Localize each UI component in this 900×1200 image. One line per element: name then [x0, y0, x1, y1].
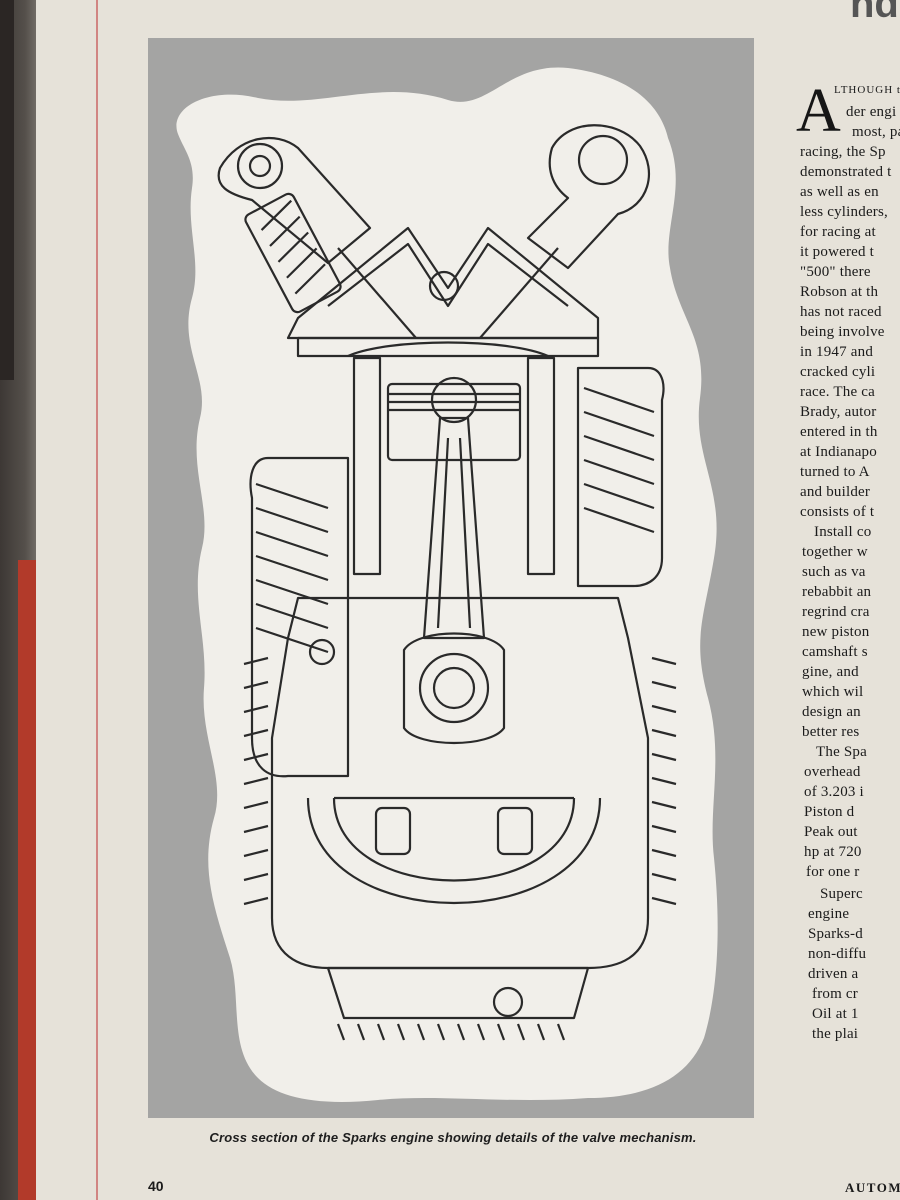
running-footer-title: AUTOMO — [845, 1180, 900, 1195]
text-line: for racing at — [800, 224, 876, 240]
page-number: 40 — [148, 1178, 164, 1194]
text-line: demonstrated t — [800, 164, 892, 180]
right-rocker-pivot — [577, 134, 629, 186]
piston-pin — [430, 376, 478, 424]
right-rocker-arm — [526, 124, 650, 270]
text-line: rebabbit an — [802, 584, 872, 600]
text-line: racing, the Sp — [800, 144, 886, 160]
text-line: from cr — [812, 986, 858, 1002]
piston — [386, 382, 522, 462]
text-line: Peak out — [804, 824, 858, 840]
text-line: Piston d — [804, 804, 855, 820]
cylinder-left-wall — [352, 356, 382, 576]
text-line: camshaft s — [802, 644, 868, 660]
book-spine-dark — [0, 0, 14, 380]
text-line: it powered t — [800, 244, 875, 260]
left-cooling-jacket — [249, 456, 350, 778]
book-spine-red — [18, 560, 40, 1200]
text-line: hp at 720 — [804, 844, 862, 860]
text-line: Oil at 1 — [812, 1006, 859, 1022]
exhaust-valve-stem — [479, 247, 559, 339]
text-line: The Spa — [816, 744, 867, 760]
text-line: new piston — [802, 624, 870, 640]
drain-plug — [492, 986, 524, 1018]
text-line: being involve — [800, 324, 885, 340]
text-line: Brady, autor — [800, 404, 877, 420]
text-line: LTHOUGH t — [834, 84, 900, 96]
text-line: for one r — [806, 864, 860, 880]
text-line: gine, and — [802, 664, 859, 680]
text-line: Install co — [814, 524, 872, 540]
flywheel-arc — [306, 797, 602, 905]
text-line: turned to A — [800, 464, 870, 480]
margin-rule — [96, 0, 98, 1200]
spark-plug-boss — [428, 270, 460, 302]
cylinder-right-wall — [526, 356, 556, 576]
text-line: design an — [802, 704, 861, 720]
text-line: der engi — [846, 104, 897, 120]
text-line: which wil — [802, 684, 864, 700]
text-line: together w — [802, 544, 868, 560]
engine-drawing — [176, 67, 718, 1102]
text-line: as well as en — [800, 184, 879, 200]
text-line: cracked cyli — [800, 364, 876, 380]
text-line: Superc — [820, 886, 863, 902]
right-cooling-jacket — [576, 366, 665, 588]
text-line: and builder — [800, 484, 871, 500]
vignette-background — [176, 67, 718, 1102]
text-line: Robson at th — [800, 284, 879, 300]
text-line: entered in th — [800, 424, 878, 440]
figure-caption: Cross section of the Sparks engine showi… — [209, 1130, 697, 1145]
text-line: consists of t — [800, 504, 875, 520]
text-line: such as va — [802, 564, 866, 580]
text-line: Sparks-d — [808, 926, 863, 942]
text-line: overhead — [804, 764, 861, 780]
intake-valve-stem — [337, 247, 417, 339]
text-line: most, pa — [852, 124, 900, 140]
text-line: regrind cra — [802, 604, 870, 620]
text-line: race. The ca — [800, 384, 875, 400]
text-line: non-diffu — [808, 946, 867, 962]
text-line: engine — [808, 906, 850, 922]
text-line: better res — [802, 724, 860, 740]
text-line: less cylinders, — [800, 204, 888, 220]
text-line: driven a — [808, 966, 859, 982]
headline-fragment: nd — [850, 0, 899, 26]
text-line: has not raced — [800, 304, 882, 320]
text-line: "500" there — [800, 264, 871, 280]
crank-pin — [418, 652, 490, 724]
drop-cap: A — [796, 80, 841, 145]
text-line: the plai — [812, 1026, 859, 1042]
oil-sump — [326, 966, 590, 1020]
left-rocker-arm — [217, 136, 372, 265]
engine-cross-section-figure — [148, 38, 754, 1118]
text-line: at Indianapo — [800, 444, 877, 460]
left-rocker-pivot — [236, 142, 284, 190]
text-line: of 3.203 i — [804, 784, 864, 800]
text-line: in 1947 and — [800, 344, 874, 360]
article-text-column: A LTHOUGH t der engi most, pa racing, th… — [796, 80, 900, 1160]
